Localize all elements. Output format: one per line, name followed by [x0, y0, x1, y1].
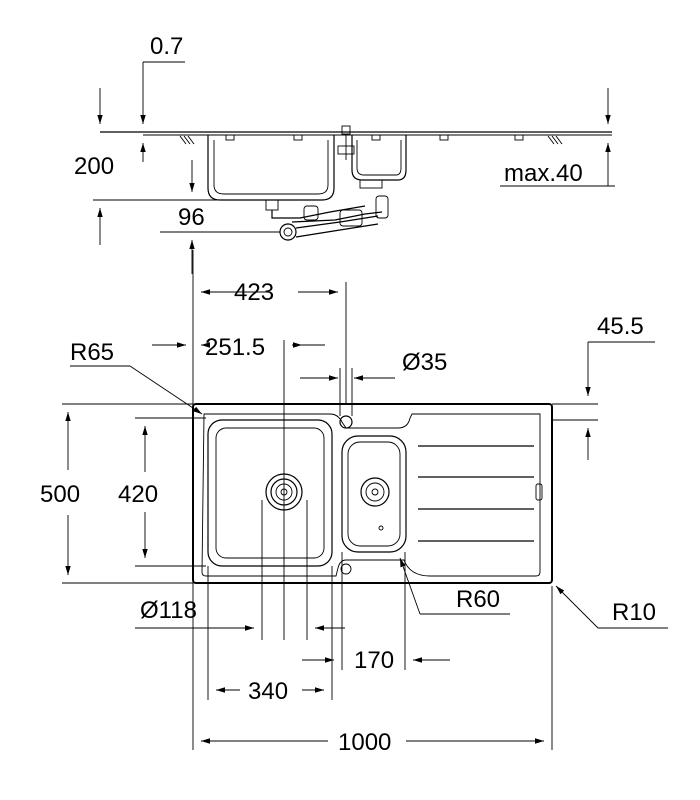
tap-hole-diameter-label: Ø35: [402, 349, 447, 376]
drain-diameter-label: Ø118: [140, 597, 197, 624]
bowl-center-offset-label: 251.5: [205, 334, 265, 361]
overall-depth-label: 200: [74, 153, 114, 180]
small-bowl-radius-label: R60: [456, 586, 500, 613]
bowl-depth-label: 420: [118, 481, 158, 508]
small-bowl-width-label: 170: [354, 647, 394, 674]
overall-length-label: 1000: [338, 729, 391, 756]
outer-corner-radius-label: R65: [70, 339, 114, 366]
side-view: 0.7 200 96 max.40: [74, 33, 615, 274]
overall-width-label: 500: [40, 481, 80, 508]
tap-offset-label: 423: [234, 279, 274, 306]
edge-tap-distance-label: 45.5: [597, 313, 644, 340]
thickness-label: 0.7: [150, 33, 183, 60]
top-view: 423 251.5 R65 Ø35 45.5 500 420 Ø118: [40, 250, 668, 756]
corner-radius-label: R10: [612, 599, 656, 626]
main-bowl-width-label: 340: [248, 678, 288, 705]
drain-depth-label: 96: [178, 204, 205, 231]
max-worktop-label: max.40: [504, 160, 583, 187]
